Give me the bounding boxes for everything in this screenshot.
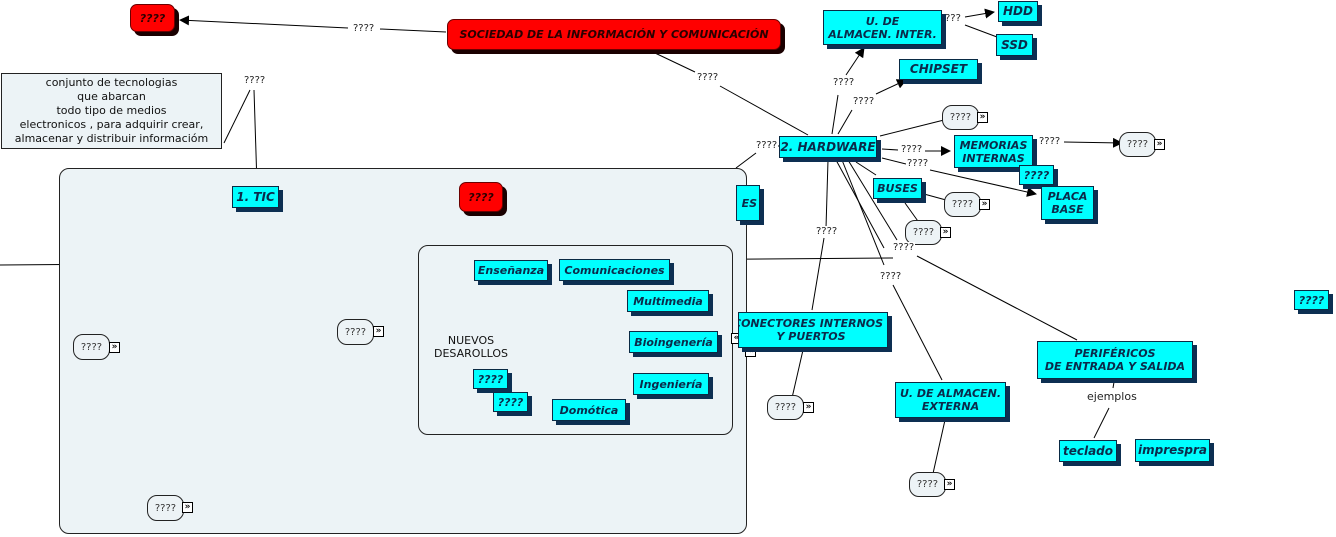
tic-definition-note[interactable]: conjunto de tecnologias que abarcan todo… [1,73,222,149]
edge-def-a [223,89,251,144]
link-label-hw-conectores: ???? [815,226,839,237]
edge-memorias-bubble [1063,137,1123,148]
edge-root-hw-b [719,85,809,136]
concept-impresora[interactable]: imprespra [1135,439,1210,462]
edge-hw-chipset-a [837,109,853,135]
concept-ssd[interactable]: SSD [996,34,1033,56]
root-concept[interactable]: SOCIEDAD DE LA INFORMACIÓN Y COMUNICACIÓ… [447,19,781,50]
edge-hw-almacen-a [831,94,839,135]
expand-icon[interactable]: » [1154,139,1165,150]
edge-almacen-ssd [964,24,998,38]
tic-left-bubble[interactable]: ???? [73,334,110,360]
concept-memorias-unknown[interactable]: ???? [1019,165,1054,185]
memorias-right-bubble[interactable]: ???? [1119,132,1156,157]
concept-conectores[interactable]: CONECTORES INTERNOS Y PUERTOS [738,312,888,348]
tic-red-concept[interactable]: ???? [459,182,503,212]
concept-multimedia[interactable]: Multimedia [627,290,709,312]
concept-nuevos-desarollos[interactable]: NUEVOS DESAROLLOS [434,334,508,360]
concept-comunicaciones[interactable]: Comunicaciones [559,259,670,281]
tic-mid-bubble[interactable]: ???? [337,319,374,345]
edge-root-hw-a [654,52,696,73]
edge-almacen-hdd [964,8,995,19]
conectores-below-bubble[interactable]: ???? [767,395,804,420]
link-label-hw-perifericos: ???? [892,242,916,253]
expand-icon[interactable]: » [803,402,814,413]
edge-hw-perifericos-a [847,159,898,241]
link-label-hw-chipset: ???? [853,96,875,107]
expand-icon[interactable]: » [940,227,951,238]
link-label-hw-externa: ???? [879,271,903,282]
edge-ejemplos-teclado [1093,407,1110,439]
link-label-hw-almacen: ???? [833,77,855,88]
link-label-almacen-hdd: ??? [945,13,961,24]
concept-hdd[interactable]: HDD [998,1,1038,22]
edge-externa-bubble [931,419,946,479]
edge-label-red [179,15,349,29]
expand-icon[interactable]: » [109,342,120,353]
link-label-memorias-bubble: ???? [1039,136,1061,147]
edge-buses-bubble [923,193,947,201]
concept-tic[interactable]: 1. TIC [232,186,279,208]
edge-hw-bubble [879,119,945,137]
edge-hw-externa-b [892,284,943,381]
hw-top-bubble[interactable]: ???? [942,105,979,130]
concept-domotica[interactable]: Domótica [552,399,626,421]
link-label-tic-def: ???? [244,75,266,86]
link-label-root-red: ???? [352,23,376,34]
link-label-root-hardware: ???? [696,72,720,83]
concept-almacen-inter[interactable]: U. DE ALMACEN. INTER. [823,10,942,45]
concept-orphan[interactable]: ???? [1294,290,1329,310]
externa-below-bubble[interactable]: ???? [909,472,946,497]
buses-right-bubble[interactable]: ???? [944,192,981,217]
edge-conectores-bubble [791,349,804,399]
concept-hardware[interactable]: 2. HARDWARE [779,136,877,158]
root-linked-concept[interactable]: ???? [130,4,175,32]
tic-bottom-bubble[interactable]: ???? [147,495,184,521]
concept-buses[interactable]: BUSES [873,178,922,199]
concept-memorias-internas[interactable]: MEMORIAS INTERNAS [954,135,1033,168]
expand-icon[interactable]: » [182,502,193,513]
concept-bioingenieria[interactable]: Bioingenería [629,331,718,353]
expand-icon[interactable]: » [977,112,988,123]
concept-ingenieria[interactable]: Ingeniería [633,373,709,395]
concept-conectores-partial[interactable]: ES [736,185,760,221]
expand-icon[interactable]: » [373,326,384,337]
expand-icon[interactable]: » [979,199,990,210]
expand-icon[interactable]: » [944,479,955,490]
concept-nd-unknown-1[interactable]: ???? [473,369,508,389]
edge-hw-perifericos-b [916,255,1078,341]
edge-hw-left [735,152,757,169]
link-label-hw-placa: ???? [906,158,930,169]
concept-almacen-externa[interactable]: U. DE ALMACEN. EXTERNA [895,382,1006,418]
concept-nd-unknown-2[interactable]: ???? [493,392,528,412]
edge-hw-conectores [811,237,825,311]
edge-hw-almacen-b [845,47,865,76]
concept-chipset[interactable]: CHIPSET [899,59,978,80]
concept-teclado[interactable]: teclado [1059,440,1117,462]
link-label-hw-left: ???? [755,140,779,151]
edge-hw-chipset-b [875,79,907,95]
link-label-hw-memorias: ???? [900,144,924,155]
concept-placa-base[interactable]: PLACA BASE [1041,186,1094,220]
link-label-ejemplos: ejemplos [1086,390,1138,403]
concept-ensenanza[interactable]: Enseñanza [474,260,548,281]
concept-perifericos[interactable]: PERIFÉRICOS DE ENTRADA Y SALIDA [1037,341,1193,379]
edge-hw-externa-a [841,159,885,266]
edge-hw-placa [929,169,1037,197]
edge-hw-buses [855,161,877,176]
edge-root-label [379,28,447,33]
